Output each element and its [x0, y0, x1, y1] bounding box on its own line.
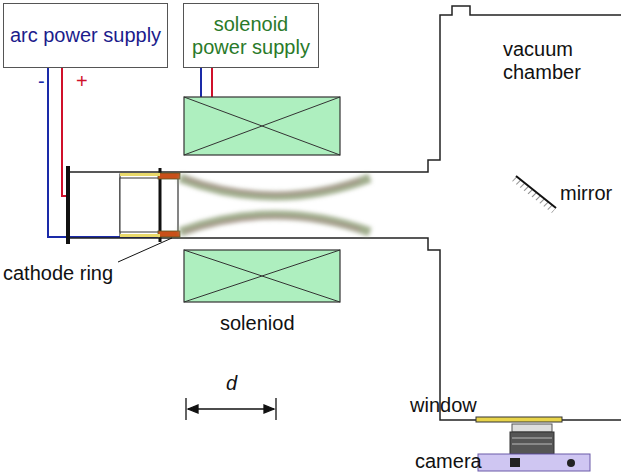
chamber-wall — [68, 238, 478, 420]
window-glass — [476, 417, 562, 422]
terminal-sign: + — [76, 70, 88, 93]
part-label: mirror — [560, 182, 612, 205]
supply-label: arc power supply — [9, 24, 162, 47]
cathode-ring — [158, 231, 180, 237]
solenoid-coil — [184, 97, 340, 155]
part-label: window — [410, 394, 477, 417]
supply-label: solenoid power supply — [189, 13, 313, 59]
wire — [211, 68, 213, 97]
dimension-label: d — [226, 372, 237, 395]
mirror-symbol — [512, 176, 556, 213]
insulator — [120, 234, 160, 237]
part-label: vacuum chamber — [503, 38, 598, 84]
cathode-ring — [158, 173, 180, 179]
leader-line — [118, 238, 172, 262]
solenoid-coil — [184, 250, 340, 302]
wire — [200, 68, 202, 97]
chamber-wall — [560, 419, 621, 421]
part-label: cathode ring — [3, 262, 113, 285]
power-supply-box: solenoid power supply — [183, 3, 319, 68]
flange — [66, 166, 70, 244]
insulator — [120, 173, 160, 176]
cathode-holder — [120, 174, 178, 236]
plasma — [180, 178, 370, 232]
terminal-sign: - — [38, 70, 45, 93]
power-supply-box: arc power supply — [3, 3, 168, 68]
part-label: soleniod — [220, 312, 295, 335]
cathode-holder — [120, 178, 160, 232]
part-label: camera — [415, 450, 482, 473]
camera-icon — [478, 424, 590, 471]
dimension-line — [186, 398, 276, 420]
